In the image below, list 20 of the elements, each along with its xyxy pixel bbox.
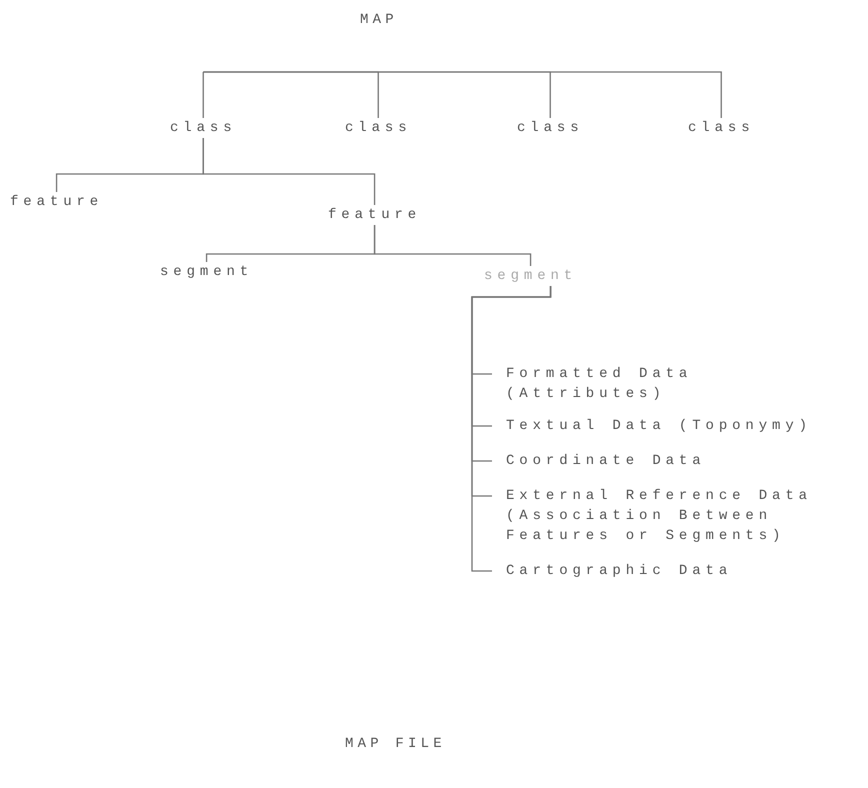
tree-label: feature <box>328 205 422 225</box>
list-item: Textual Data (Toponymy) <box>492 416 862 436</box>
tree-label: class <box>688 118 755 138</box>
connector-line <box>203 71 722 118</box>
list-item: Cartographic Data <box>492 561 862 581</box>
list-item: Formatted Data (Attributes) <box>492 364 732 404</box>
tree-label: class <box>345 118 412 138</box>
tree-label: segment <box>484 266 578 286</box>
title: MAP <box>360 11 398 30</box>
connector-line <box>202 138 376 205</box>
tree-label: class <box>517 118 584 138</box>
connector-line <box>471 286 552 572</box>
list-item: External Reference Data (Association Between Features or Segments) <box>492 486 862 546</box>
list-item: Coordinate Data <box>492 451 862 471</box>
tree-label: segment <box>160 262 254 282</box>
tree-label: feature <box>10 192 104 212</box>
connector-line <box>374 225 532 266</box>
caption: MAP FILE <box>345 735 446 754</box>
tree-label: class <box>170 118 237 138</box>
connector-line <box>202 71 204 118</box>
